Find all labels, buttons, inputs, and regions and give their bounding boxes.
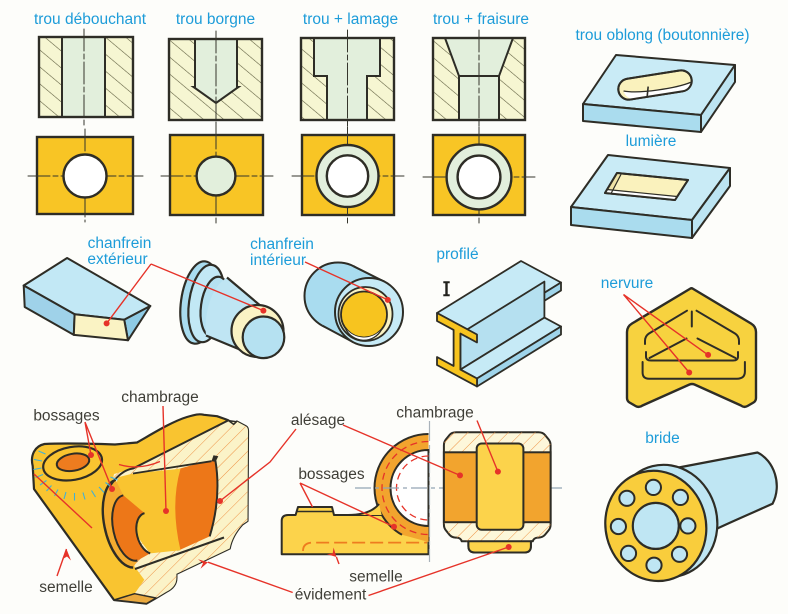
svg-text:trou oblong (boutonnière): trou oblong (boutonnière) bbox=[575, 27, 749, 44]
svg-text:bride: bride bbox=[645, 430, 679, 447]
svg-text:extérieur: extérieur bbox=[87, 251, 147, 268]
svg-text:chambrage: chambrage bbox=[396, 405, 474, 422]
svg-text:profilé: profilé bbox=[436, 246, 478, 263]
svg-text:trou borgne: trou borgne bbox=[176, 11, 255, 28]
svg-text:bossages: bossages bbox=[298, 466, 365, 483]
svg-text:lumière: lumière bbox=[626, 133, 677, 150]
svg-text:trou débouchant: trou débouchant bbox=[34, 11, 147, 28]
svg-text:alésage: alésage bbox=[291, 412, 345, 429]
svg-text:évidement: évidement bbox=[295, 587, 367, 604]
svg-text:bossages: bossages bbox=[33, 408, 100, 425]
svg-text:trou + lamage: trou + lamage bbox=[303, 11, 398, 28]
svg-text:trou + fraisure: trou + fraisure bbox=[433, 11, 529, 28]
svg-text:semelle: semelle bbox=[39, 579, 92, 596]
svg-text:chambrage: chambrage bbox=[121, 389, 199, 406]
svg-text:intérieur: intérieur bbox=[250, 252, 306, 269]
svg-text:chanfrein: chanfrein bbox=[250, 236, 314, 253]
svg-text:semelle: semelle bbox=[349, 569, 402, 586]
svg-text:nervure: nervure bbox=[601, 275, 654, 292]
svg-text:chanfrein: chanfrein bbox=[88, 235, 152, 252]
